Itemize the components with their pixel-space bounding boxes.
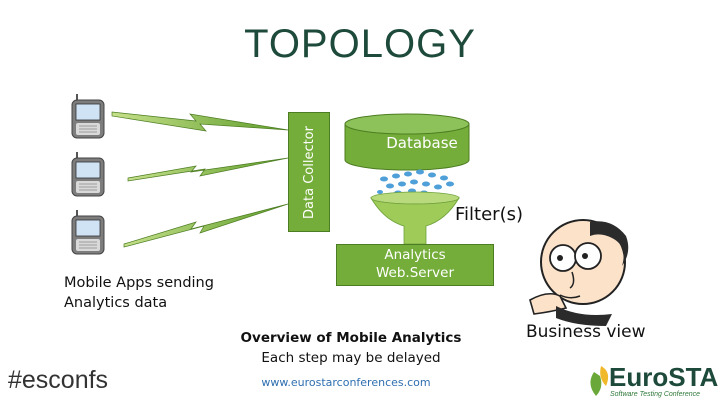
database-label: Database — [386, 134, 458, 152]
data-collector-box — [288, 112, 330, 232]
logo-text: EuroSTAR — [609, 362, 720, 392]
mobile-apps-line2: Analytics data — [64, 295, 168, 311]
footer-hashtag: #esconfs — [8, 366, 109, 394]
analytics-webserver-box — [336, 244, 494, 286]
phone-icon — [71, 152, 105, 197]
webserver-line2: Web.Server — [376, 265, 454, 281]
flow-arrow — [123, 203, 289, 248]
phone-icon — [71, 210, 105, 255]
analytics-webserver-label: Analytics Web.Server — [336, 246, 494, 282]
business-person-illustration — [529, 219, 629, 326]
eurostar-logo-mark — [590, 366, 609, 396]
webserver-line1: Analytics — [384, 247, 446, 263]
flow-arrow — [111, 111, 289, 132]
flow-arrow — [127, 157, 289, 182]
caption-heading: Overview of Mobile Analytics — [240, 330, 462, 346]
caption-subheading: Each step may be delayed — [261, 350, 441, 366]
data-droplets — [377, 169, 454, 201]
logo-tagline: Software Testing Conference — [610, 391, 701, 398]
mobile-apps-label: Mobile Apps sending Analytics data — [64, 273, 214, 313]
filter-funnel — [370, 191, 460, 245]
phone-icon — [71, 94, 105, 139]
business-view-label: Business view — [526, 322, 646, 342]
filter-label: Filter(s) — [455, 204, 524, 225]
mobile-apps-line1: Mobile Apps sending — [64, 275, 214, 291]
slide-title: TOPOLOGY — [244, 22, 476, 66]
data-collector: Data Collector — [288, 112, 330, 232]
footer-url[interactable]: www.eurostarconferences.com — [261, 376, 431, 389]
data-collector-label: Data Collector — [301, 125, 317, 219]
